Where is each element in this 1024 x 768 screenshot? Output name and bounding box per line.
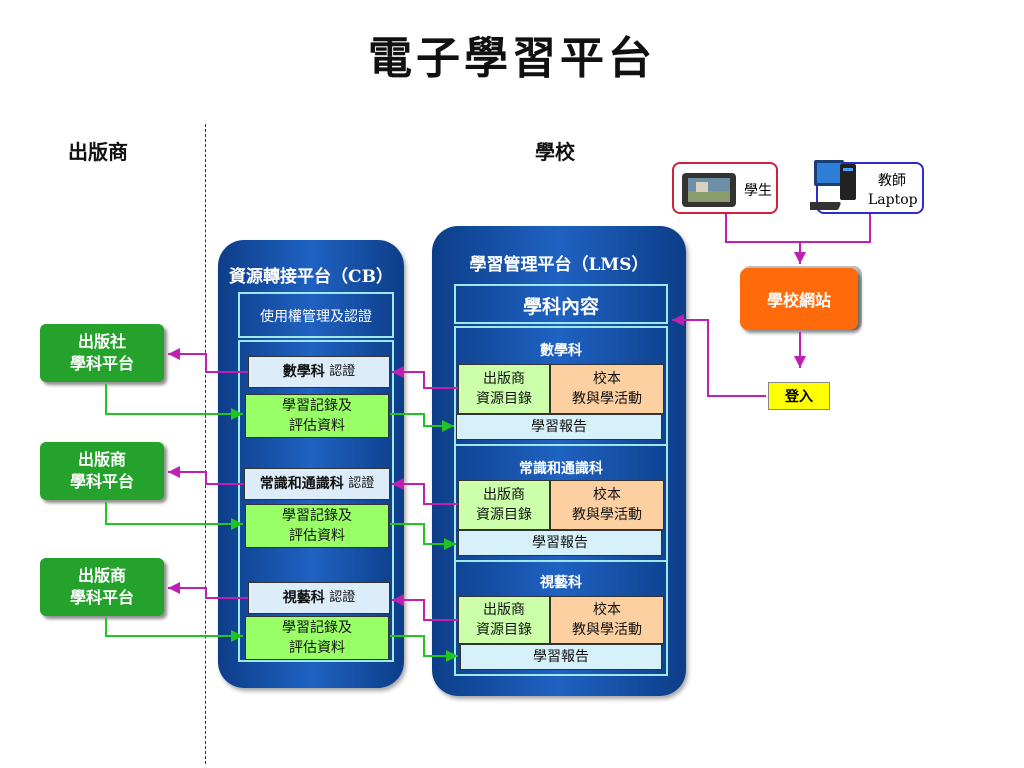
cb-va-record-line2: 評估資料 [289, 640, 345, 656]
lms-math-title: 數學科 [540, 343, 582, 359]
arrow-publisher-to-record-3 [105, 618, 243, 642]
auth-mgmt-frame [238, 292, 394, 338]
tablet-icon [682, 173, 736, 207]
lms-va-pub-line2: 資源目錄 [476, 622, 532, 638]
lms-gs-pub-catalog[interactable]: 出版商資源目錄 [458, 480, 550, 530]
lms-subjects-frame [454, 326, 668, 676]
lms-va-title: 視藝科 [540, 575, 582, 591]
lms-gs-title: 常識和通識科 [519, 461, 603, 477]
lms-gs-pub-line1: 出版商 [483, 487, 525, 503]
teacher-laptop-label: Laptop [868, 192, 918, 208]
page-title: 電子學習平台 [368, 33, 656, 84]
publisher-heading: 出版商 [68, 140, 128, 164]
cb-gs-auth[interactable]: 常識和通識科 認證 [244, 468, 390, 500]
cb-math-record[interactable]: 學習記錄及評估資料 [245, 394, 389, 438]
lms-gs-school-line1: 校本 [593, 487, 621, 503]
lms-content-title: 學科內容 [522, 296, 599, 318]
lms-va-report[interactable]: 學習報告 [460, 644, 662, 670]
publisher-platform-2-line1: 出版商 [77, 450, 126, 469]
cb-title: 資源轉接平台（CB） [229, 267, 393, 287]
arrow-catalog-to-auth-1 [392, 366, 458, 389]
cb-va-record-line1: 學習記錄及 [282, 620, 352, 636]
divider-line [205, 124, 206, 764]
cb-gs-name: 常識和通識科 [259, 476, 344, 492]
lms-math-school-activity[interactable]: 校本教與學活動 [550, 364, 664, 414]
lms-math-pub-line2: 資源目錄 [476, 391, 532, 407]
cb-gs-auth-label: 認證 [348, 476, 375, 491]
lms-va-school-line1: 校本 [593, 602, 621, 618]
school-heading: 學校 [535, 140, 575, 164]
cb-math-auth-label: 認證 [329, 364, 356, 379]
arrow-auth-to-publisher-3 [168, 582, 248, 599]
school-website-button[interactable]: 學校網站 [740, 268, 858, 330]
lms-gs-school-activity[interactable]: 校本教與學活動 [550, 480, 664, 530]
cb-gs-record-line1: 學習記錄及 [282, 508, 352, 524]
cb-math-name: 數學科 [282, 364, 325, 380]
lms-sep-1 [454, 444, 668, 446]
cb-subjects-frame [238, 340, 394, 662]
lms-va-school-activity[interactable]: 校本教與學活動 [550, 596, 664, 644]
lms-content-frame [454, 284, 668, 324]
publisher-platform-3-line2: 學科平台 [69, 588, 134, 607]
arrow-auth-to-publisher-2 [168, 466, 244, 485]
publisher-platform-3-line1: 出版商 [77, 566, 126, 585]
line-teacher-to-site [800, 214, 871, 243]
arrow-login-to-lms [672, 314, 766, 397]
cb-math-record-line2: 評估資料 [289, 418, 345, 434]
lms-title: 學習管理平台（LMS） [469, 255, 649, 275]
student-label: 學生 [744, 183, 772, 199]
cb-gs-record-line2: 評估資料 [289, 528, 345, 544]
cb-math-record-line1: 學習記錄及 [282, 398, 352, 414]
login-button[interactable]: 登入 [768, 382, 830, 410]
arrow-record-to-report-2 [390, 523, 456, 550]
publisher-platform-3[interactable]: 出版商學科平台 [40, 558, 164, 616]
lms-math-pub-line1: 出版商 [483, 371, 525, 387]
arrow-record-to-report-1 [390, 413, 454, 432]
arrow-publisher-to-record-1 [105, 384, 243, 420]
publisher-platform-1[interactable]: 出版社學科平台 [40, 324, 164, 382]
auth-mgmt-label: 使用權管理及認證 [260, 309, 372, 325]
cb-va-record[interactable]: 學習記錄及評估資料 [245, 616, 389, 660]
arrow-catalog-to-auth-3 [392, 594, 458, 621]
publisher-platform-2-line2: 學科平台 [69, 472, 134, 491]
lms-math-school-line2: 教與學活動 [572, 391, 642, 407]
arrow-record-to-report-3 [390, 635, 458, 662]
teacher-label: 教師 [878, 173, 906, 189]
lms-va-pub-catalog[interactable]: 出版商資源目錄 [458, 596, 550, 644]
lms-gs-report[interactable]: 學習報告 [458, 530, 662, 556]
lms-math-report[interactable]: 學習報告 [456, 414, 662, 440]
student-device[interactable]: 學生 [672, 162, 778, 214]
lms-sep-2 [454, 560, 668, 562]
cb-va-auth[interactable]: 視藝科 認證 [248, 582, 390, 614]
lms-math-pub-catalog[interactable]: 出版商資源目錄 [458, 364, 550, 414]
publisher-platform-1-line2: 學科平台 [69, 354, 134, 373]
lms-gs-school-line2: 教與學活動 [572, 507, 642, 523]
cb-va-auth-label: 認證 [329, 590, 356, 605]
lms-va-pub-line1: 出版商 [483, 602, 525, 618]
publisher-platform-1-line1: 出版社 [77, 332, 126, 351]
desktop-computer-icon [810, 160, 856, 210]
publisher-platform-2[interactable]: 出版商學科平台 [40, 442, 164, 500]
lms-va-school-line2: 教與學活動 [572, 622, 642, 638]
cb-va-name: 視藝科 [282, 590, 325, 606]
line-student-to-site [725, 214, 800, 243]
cb-math-auth[interactable]: 數學科 認證 [248, 356, 390, 388]
arrow-catalog-to-auth-2 [392, 478, 458, 505]
lms-gs-pub-line2: 資源目錄 [476, 507, 532, 523]
lms-math-school-line1: 校本 [593, 371, 621, 387]
cb-gs-record[interactable]: 學習記錄及評估資料 [245, 504, 389, 548]
arrow-auth-to-publisher-1 [168, 348, 248, 373]
arrow-publisher-to-record-2 [105, 502, 243, 530]
